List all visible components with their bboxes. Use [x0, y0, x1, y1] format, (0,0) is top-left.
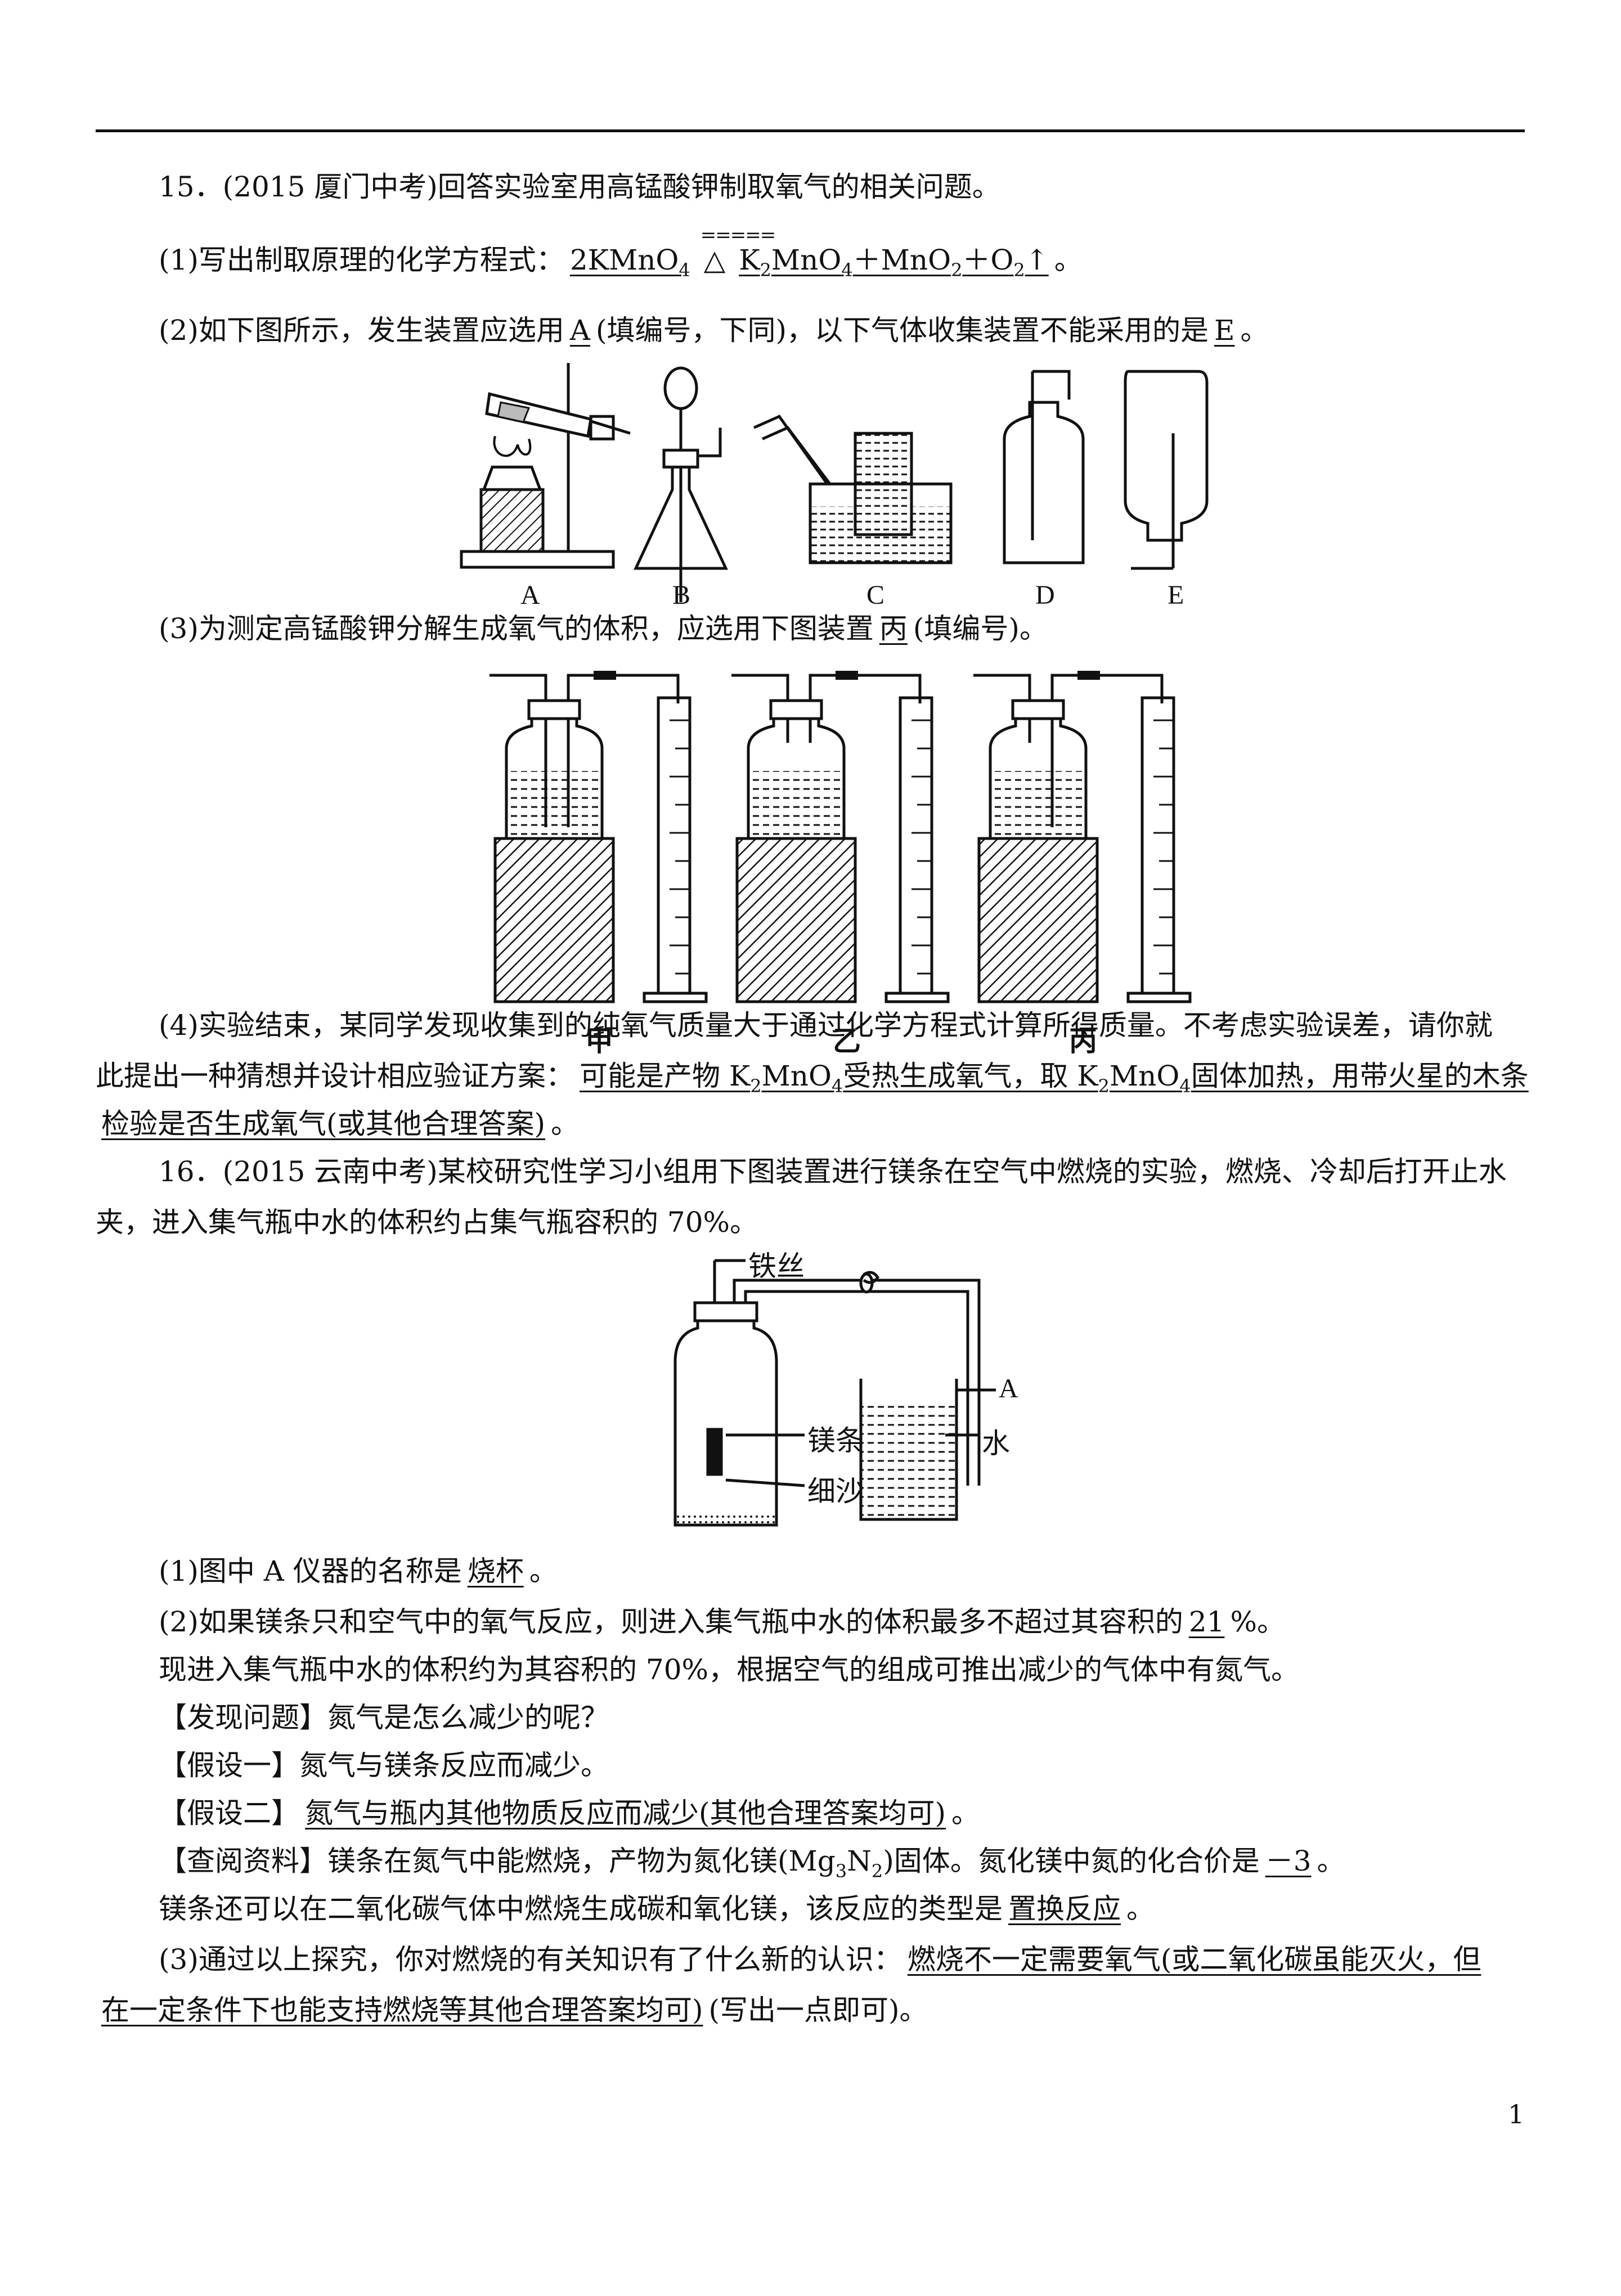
- label-d: D: [1035, 580, 1055, 610]
- q16-line-f: 镁条还可以在二氧化碳气体中燃烧生成碳和氧化镁，该反应的类型是置换反应。: [159, 1893, 1155, 1925]
- q16-part1: (1)图中 A 仪器的名称是烧杯。: [159, 1555, 558, 1588]
- q15-answer-generator: A: [569, 314, 590, 347]
- q15-answer-collector: E: [1214, 314, 1235, 347]
- label-b: B: [672, 580, 691, 610]
- q16-header-line1: 16．(2015 云南中考)某校研究性学习小组用下图装置进行镁条在空气中燃烧的实…: [159, 1155, 1507, 1188]
- q16-line-e: 【查阅资料】镁条在氮气中能燃烧，产物为氮化镁(Mg3N2)固体。氮化镁中氮的化合…: [159, 1845, 1345, 1882]
- q16-answer-percent: 21: [1188, 1606, 1225, 1638]
- apparatus-a-drawing: [460, 363, 631, 569]
- q15-header: 15．(2015 厦门中考)回答实验室用高锰酸钾制取氧气的相关问题。: [159, 171, 1000, 203]
- q15-answer-hypothesis: 可能是产物 K2MnO4受热生成氧气，取 K2MnO4固体加热，用带火星的木条: [580, 1060, 1529, 1097]
- setup-figure: 甲 乙 丙: [490, 658, 1221, 1057]
- apparatus-d-drawing: [1003, 370, 1085, 564]
- label-jia: 甲: [585, 1024, 613, 1057]
- setup-bing-drawing: [973, 671, 1190, 1002]
- label-iron-wire: 铁丝: [748, 1250, 805, 1282]
- apparatus-c-drawing: [753, 414, 953, 564]
- setup-jia-drawing: [490, 671, 706, 1002]
- q16-answer-insight: 燃烧不一定需要氧气(或二氧化碳虽能灭火，但: [907, 1943, 1481, 1976]
- label-a: A: [520, 580, 540, 610]
- label-c: C: [866, 580, 885, 610]
- q15-part1: (1)写出制取原理的化学方程式：2KMnO4=====△K2MnO4＋MnO2＋…: [159, 224, 1083, 281]
- header-rule: [96, 129, 1525, 132]
- q15-part4-line2: 此提出一种猜想并设计相应验证方案：可能是产物 K2MnO4受热生成氧气，取 K2…: [96, 1058, 1534, 1104]
- setup-yi-drawing: [731, 671, 948, 1002]
- q16-line-b: 【发现问题】氮气是怎么减少的呢？: [159, 1701, 609, 1734]
- apparatus-b-drawing: [634, 366, 728, 602]
- q16-answer-valence: －3: [1265, 1845, 1312, 1877]
- label-water: 水: [982, 1427, 1010, 1460]
- apparatus-e-drawing: [1124, 370, 1209, 570]
- page-number: 1: [1508, 2099, 1525, 2129]
- q16-answer-hypothesis2: 氮气与瓶内其他物质反应而减少(其他合理答案均可): [305, 1797, 946, 1829]
- label-beaker-a: A: [999, 1374, 1018, 1403]
- q15-answer-setup: 丙: [879, 612, 908, 645]
- q15-part4-line3: 检验是否生成氧气(或其他合理答案)。: [101, 1107, 580, 1140]
- label-yi: 乙: [833, 1024, 861, 1057]
- q15-part3: (3)为测定高锰酸钾分解生成氧气的体积，应选用下图装置丙(填编号)。: [159, 612, 1048, 645]
- apparatus-figure: A B C D E: [450, 360, 1227, 619]
- combustion-figure: 铁丝 镁条 细沙 A 水: [664, 1249, 1069, 1542]
- q16-line-c: 【假设一】氮气与镁条反应而减少。: [159, 1749, 609, 1782]
- label-bing: 丙: [1069, 1024, 1097, 1057]
- label-e: E: [1168, 580, 1184, 610]
- q16-answer-instrument: 烧杯: [467, 1555, 524, 1588]
- q16-line-a: 现进入集气瓶中水的体积约为其容积的 70%，根据空气的组成可推出减少的气体中有氮…: [159, 1653, 1300, 1686]
- q16-line-d: 【假设二】氮气与瓶内其他物质反应而减少(其他合理答案均可)。: [159, 1797, 980, 1829]
- q15-equation-answer: 2KMnO4=====△K2MnO4＋MnO2＋O2↑: [569, 224, 1049, 281]
- label-mg-strip: 镁条: [807, 1424, 864, 1457]
- q16-answer-reaction-type: 置换反应: [1008, 1893, 1121, 1925]
- q16-part3-line2: 在一定条件下也能支持燃烧等其他合理答案均可)(写出一点即可)。: [101, 1994, 928, 2026]
- label-fine-sand: 细沙: [807, 1475, 864, 1508]
- q15-part4-line1: (4)实验结束，某同学发现收集到的纯氧气质量大于通过化学方程式计算所得质量。不考…: [159, 1009, 1493, 1042]
- q16-part3-line1: (3)通过以上探究，你对燃烧的有关知识有了什么新的认识：燃烧不一定需要氧气(或二…: [159, 1941, 1487, 1977]
- q16-header-line2: 夹，进入集气瓶中水的体积约占集气瓶容积的 70%。: [96, 1206, 758, 1239]
